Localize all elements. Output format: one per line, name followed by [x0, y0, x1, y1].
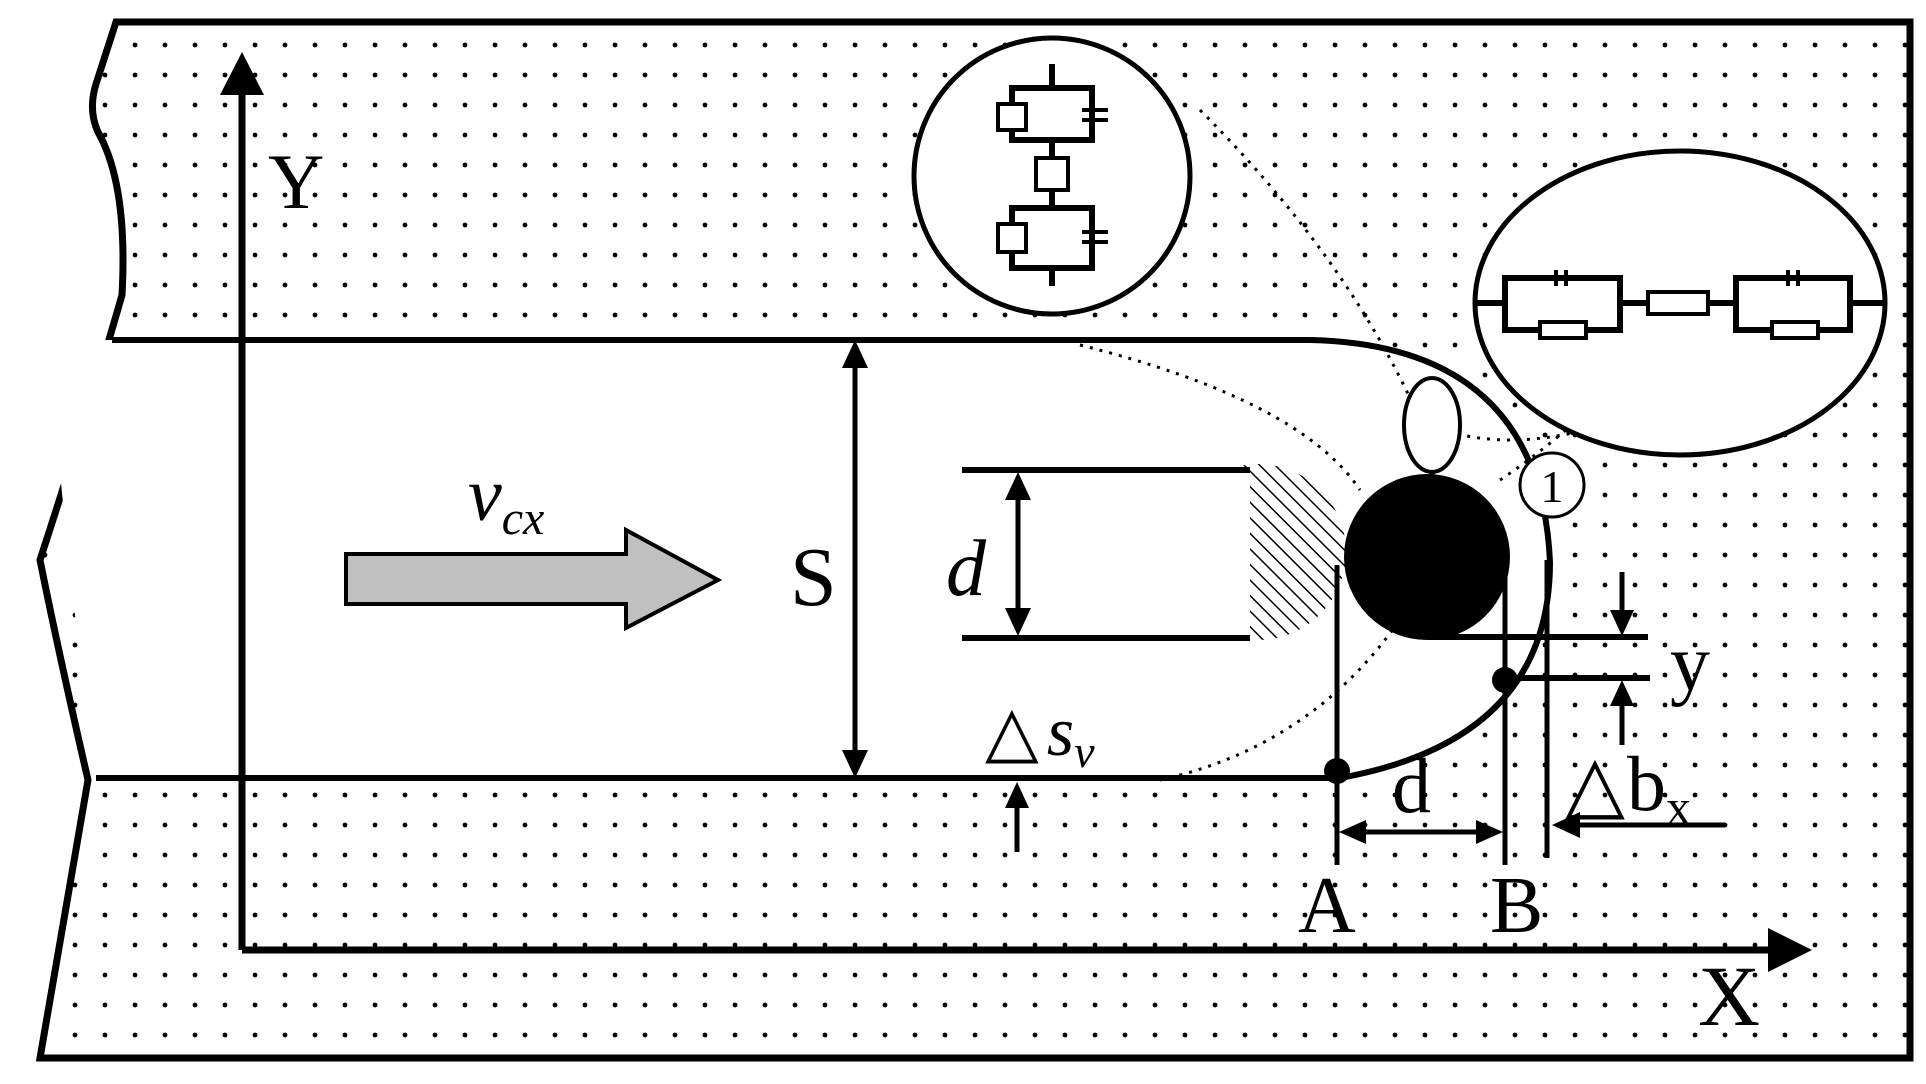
rut-channel — [48, 340, 1550, 778]
bottom-diameter-arrow-left — [1339, 820, 1366, 844]
delta-bx-label: △bx — [1565, 740, 1691, 835]
callout-circle — [1518, 451, 1586, 519]
diameter-bottom-label: d — [1392, 742, 1431, 829]
y-offset-arrow-bottom — [1610, 680, 1634, 706]
x-axis-arrowhead — [1768, 928, 1812, 972]
y-offset-arrow-top — [1610, 610, 1634, 636]
delta-bx-arrowhead — [1552, 812, 1580, 838]
diameter-left-label: d — [946, 525, 987, 613]
point-a-dot — [1324, 758, 1350, 784]
delta-sv-label: △sv — [985, 694, 1095, 777]
callout-number: 1 — [1541, 461, 1564, 512]
wheel-top-ellipse — [1402, 376, 1462, 474]
velocity-arrow — [344, 526, 723, 632]
bottom-diameter-arrow-right — [1476, 820, 1503, 844]
y-axis-arrowhead — [220, 52, 264, 95]
point-a-label: A — [1298, 862, 1356, 950]
diameter-arrow-top — [1005, 472, 1031, 500]
y-offset-label: y — [1670, 620, 1710, 708]
delta-sv-arrowhead — [1005, 782, 1029, 808]
y-axis-label: Y — [268, 138, 324, 225]
gap-arrow-top — [842, 340, 868, 368]
velocity-label: vcx — [468, 453, 544, 545]
gap-arrow-bottom — [842, 750, 868, 778]
x-axis-label: X — [1698, 948, 1760, 1044]
diameter-arrow-bottom — [1005, 608, 1031, 636]
gap-width-label: S — [790, 531, 837, 624]
rut-front-curve — [1309, 337, 1554, 781]
inset-track-model — [911, 35, 1193, 317]
inset-soil-model — [1472, 148, 1888, 458]
wheel — [1344, 474, 1510, 640]
point-b-label: B — [1490, 862, 1543, 950]
